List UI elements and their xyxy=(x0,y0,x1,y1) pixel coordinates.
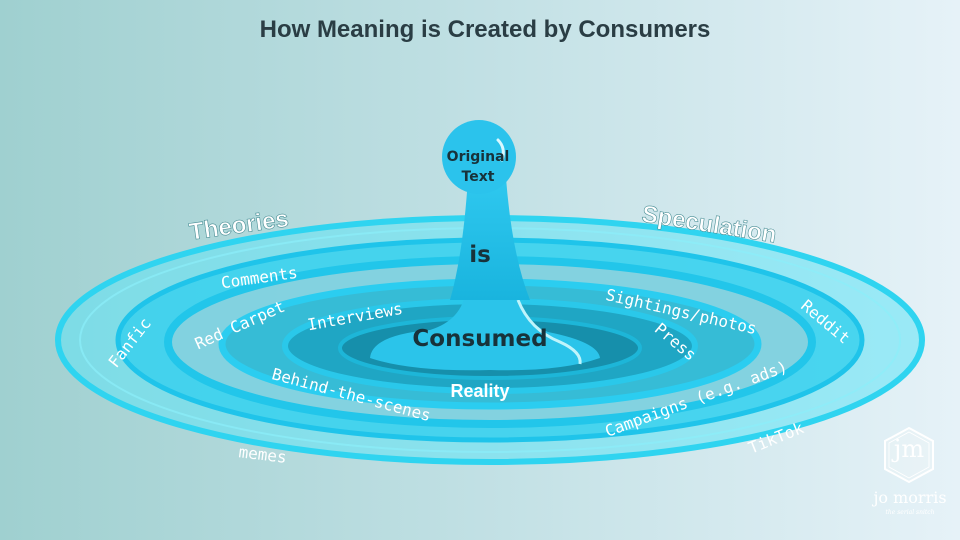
logo-name: jo morris xyxy=(873,488,947,507)
consumed-label: Consumed xyxy=(412,326,547,352)
page-title: How Meaning is Created by Consumers xyxy=(259,16,711,43)
brand-logo: jm jo morris the serial snitch xyxy=(870,426,950,526)
drop-highlight xyxy=(496,138,505,162)
splash-curl xyxy=(516,299,582,365)
hexagon-icon xyxy=(884,426,934,484)
reality-label: Reality xyxy=(450,381,509,401)
drop-stem xyxy=(450,178,530,300)
drop-label-line1: Original xyxy=(447,149,510,165)
logo-monogram: jm xyxy=(893,435,925,463)
drop-label-line2: Text xyxy=(462,169,495,185)
logo-tagline: the serial snitch xyxy=(885,509,935,516)
connector-label: is xyxy=(469,242,491,268)
splash-base xyxy=(370,290,600,371)
drop-head xyxy=(442,120,516,194)
